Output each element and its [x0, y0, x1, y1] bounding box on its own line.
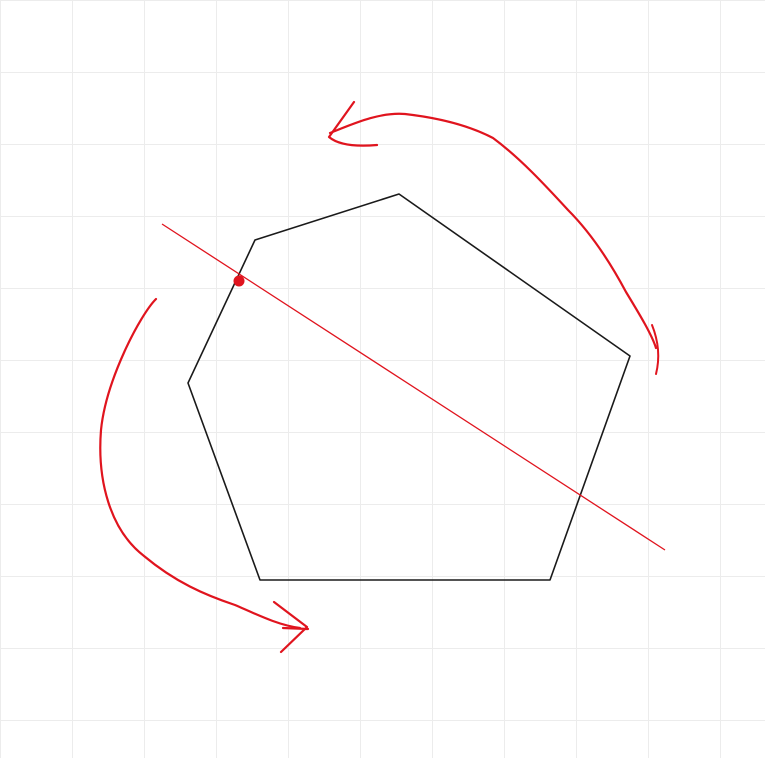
left-arc-arrow[interactable]	[99, 297, 310, 654]
polygon-outline[interactable]	[187, 193, 631, 581]
top-arc-stroke	[328, 112, 658, 350]
top-arc-arrowhead	[327, 100, 379, 147]
left-arc-arrowhead	[272, 600, 310, 654]
top-arc-arrow[interactable]	[327, 100, 660, 375]
reference-line[interactable]	[161, 223, 666, 551]
top-arc-tail	[651, 324, 660, 375]
anchor-point[interactable]	[233, 275, 245, 287]
left-arc-stroke	[99, 297, 302, 630]
